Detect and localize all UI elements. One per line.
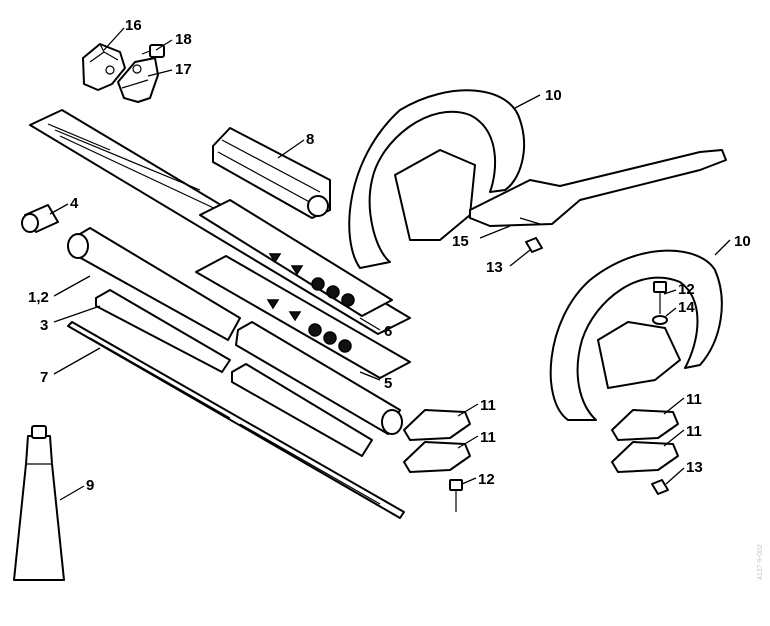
part-18-screw	[141, 44, 165, 58]
part-11-clamp-right-1	[611, 409, 679, 441]
part-10-loop-handle-upper	[348, 89, 727, 269]
part-11-clamp-right-2	[611, 441, 679, 473]
part-13-nut-upper	[525, 237, 543, 253]
part-9-grease-tube	[13, 425, 65, 581]
callout-10-upper: 10	[545, 87, 562, 104]
part-10-loop-handle-right	[549, 249, 723, 421]
callout-13-upper: 13	[486, 259, 503, 276]
part-16-clamp	[82, 43, 126, 91]
callout-12-middle: 12	[478, 471, 495, 488]
part-17-clamp-half	[117, 57, 159, 103]
part-11-clamp-middle-2	[403, 441, 471, 473]
callout-9: 9	[86, 477, 94, 494]
callout-11-middle-1: 11	[480, 397, 496, 414]
callout-12-right: 12	[678, 281, 695, 298]
part-7-drive-shaft	[67, 321, 405, 519]
part-8-sleeve	[212, 127, 331, 219]
callout-4: 4	[70, 195, 79, 212]
part-15-screw	[519, 217, 541, 225]
callout-16: 16	[125, 17, 142, 34]
part-6-label-strip	[29, 109, 411, 335]
part-1-2-drive-tube	[67, 227, 403, 435]
callout-15: 15	[452, 233, 469, 250]
part-12-screw-right	[653, 281, 667, 314]
callout-17: 17	[175, 61, 192, 78]
callout-11-right-2: 11	[686, 423, 702, 440]
part-11-clamp-middle-1	[403, 409, 471, 441]
callout-11-right-1: 11	[686, 391, 702, 408]
part-3-liner	[95, 289, 373, 457]
watermark: 4137-9-002	[757, 544, 764, 580]
callout-8: 8	[306, 131, 314, 148]
callout-1-2: 1,2	[28, 289, 49, 306]
callout-5: 5	[384, 375, 392, 392]
part-14-washer	[652, 315, 668, 325]
callout-18: 18	[175, 31, 192, 48]
callout-6: 6	[384, 323, 392, 340]
leader-lines	[49, 27, 731, 501]
callout-13-right: 13	[686, 459, 703, 476]
callout-3: 3	[40, 317, 48, 334]
callout-14: 14	[678, 299, 695, 316]
callout-7: 7	[40, 369, 48, 386]
callout-11-middle-2: 11	[480, 429, 496, 446]
part-5-label-strip	[195, 255, 411, 379]
part-13-nut-right	[651, 479, 669, 495]
part-12-screw-middle	[449, 479, 463, 512]
callout-10-right: 10	[734, 233, 751, 250]
callout-labels: 16 18 17 8 10 4 1,2 3 7 6 5 15 13 10 12 …	[28, 17, 751, 494]
part-4-bushing	[21, 204, 59, 233]
